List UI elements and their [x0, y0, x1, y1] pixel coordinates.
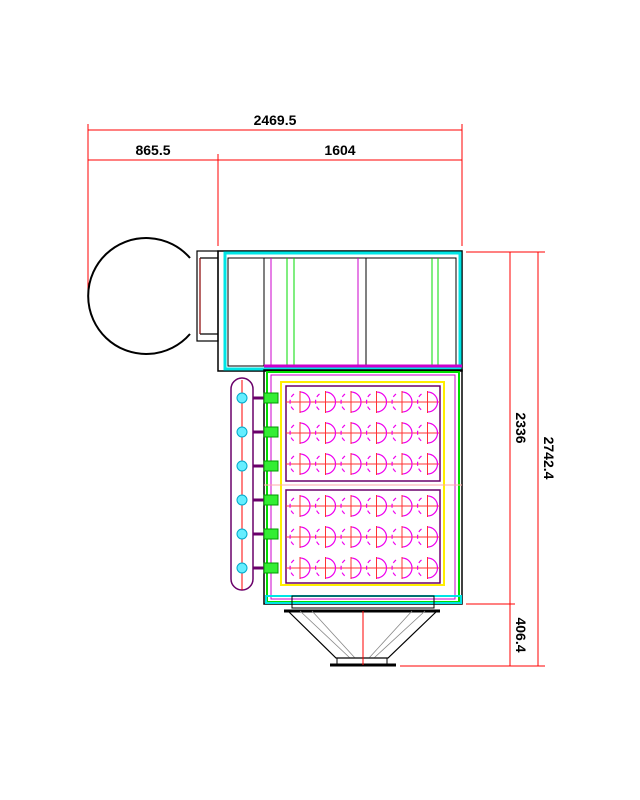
tube-circle	[416, 422, 439, 444]
tube-circle	[365, 526, 388, 548]
tube-circle	[391, 391, 413, 413]
tube-circle	[416, 391, 439, 413]
dim-overall-height: 2742.4	[541, 437, 557, 480]
tube-circle	[340, 557, 362, 579]
tube-circle	[365, 453, 388, 475]
tube-circle	[314, 453, 337, 475]
tube-circle	[314, 391, 337, 413]
nozzle	[236, 562, 279, 574]
tube-circle	[416, 495, 439, 517]
dimension-lines	[87, 124, 545, 667]
tube-circle	[365, 422, 388, 444]
tube-circle	[365, 391, 388, 413]
tube-circle	[391, 422, 413, 444]
tube-circle	[289, 495, 311, 517]
lower-housing	[263, 369, 463, 605]
tube-circle	[340, 422, 362, 444]
tube-circle	[314, 526, 337, 548]
nozzle	[236, 460, 279, 472]
hopper	[284, 595, 440, 667]
nozzle	[236, 494, 279, 506]
tube-circle	[289, 557, 311, 579]
tube-circle	[340, 526, 362, 548]
tube-circle	[340, 391, 362, 413]
tube-circle	[340, 495, 362, 517]
tube-circle	[289, 391, 311, 413]
tube-circle	[416, 557, 439, 579]
tube-circle	[391, 557, 413, 579]
tube-circle	[289, 526, 311, 548]
tube-circle	[391, 526, 413, 548]
tube-grid	[286, 391, 440, 579]
tube-circle	[289, 422, 311, 444]
nozzle	[236, 392, 279, 404]
nozzle	[236, 528, 279, 540]
tube-circle	[340, 453, 362, 475]
duct-connector	[196, 250, 219, 342]
tube-circle	[314, 422, 337, 444]
upper-housing	[217, 250, 463, 372]
dim-overall-width: 2469.5	[254, 112, 297, 128]
fan-housing	[87, 237, 191, 355]
tube-circle	[289, 453, 311, 475]
header-manifold	[230, 377, 279, 591]
tube-circle	[314, 557, 337, 579]
tube-circle	[416, 453, 439, 475]
nozzle	[236, 426, 279, 438]
tube-circle	[391, 453, 413, 475]
tube-circle	[391, 495, 413, 517]
dim-hopper-height: 406.4	[513, 617, 529, 652]
tube-circle	[416, 526, 439, 548]
dim-body-height: 2336	[513, 412, 529, 443]
tube-circle	[365, 557, 388, 579]
dim-right-width: 1604	[324, 142, 355, 158]
tube-circle	[365, 495, 388, 517]
tube-circle	[314, 495, 337, 517]
dim-left-width: 865.5	[135, 142, 170, 158]
